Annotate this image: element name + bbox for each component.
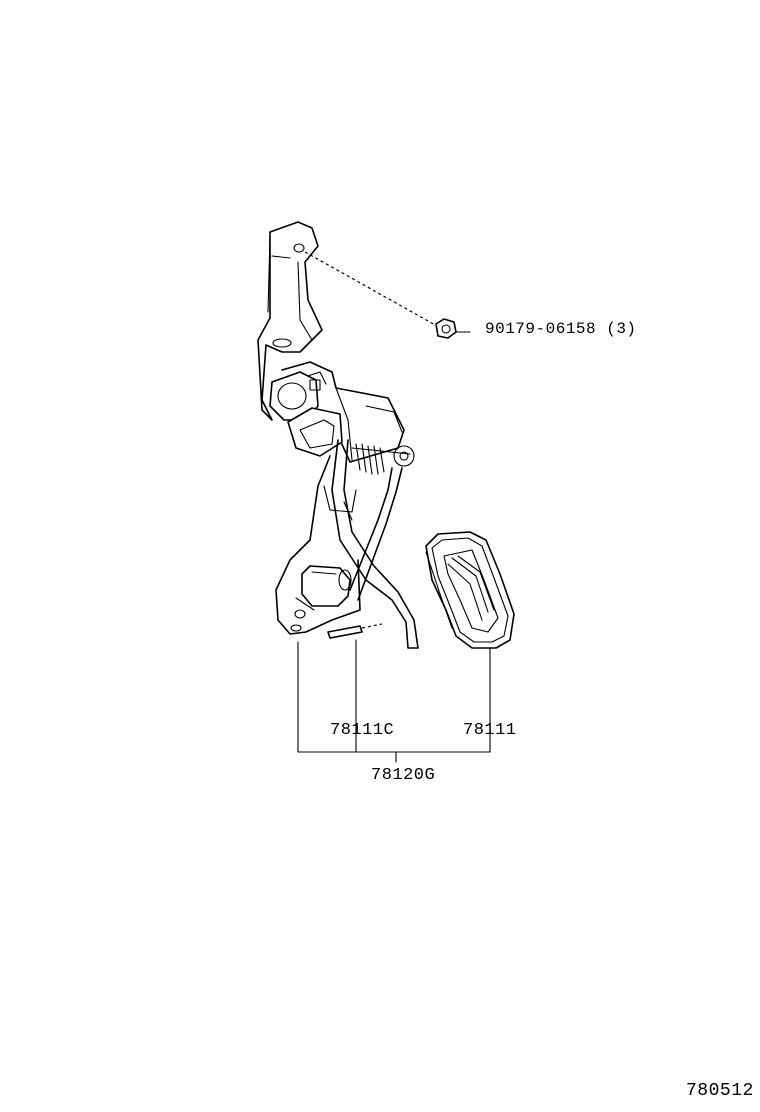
callout-pedal-cover-part-number: 78111C	[330, 721, 395, 740]
callout-nut-part-number: 90179-06158 (3)	[485, 320, 637, 338]
figure-number: 780512	[686, 1081, 754, 1101]
pin-part	[327, 623, 383, 639]
damper-cylinder	[301, 565, 352, 607]
return-spring	[351, 443, 415, 475]
nut-part	[435, 318, 471, 339]
bolt-guide-line	[304, 251, 438, 327]
mounting-bracket	[257, 221, 323, 421]
leader-lines	[297, 639, 491, 763]
sensor-housing	[269, 361, 405, 463]
lower-bracket	[275, 455, 361, 635]
pedal-arm	[331, 439, 419, 649]
pedal-pad	[425, 531, 515, 649]
callout-pedal-pad-part-number: 78111	[463, 721, 517, 740]
callout-pedal-assembly-part-number: 78120G	[371, 766, 436, 785]
